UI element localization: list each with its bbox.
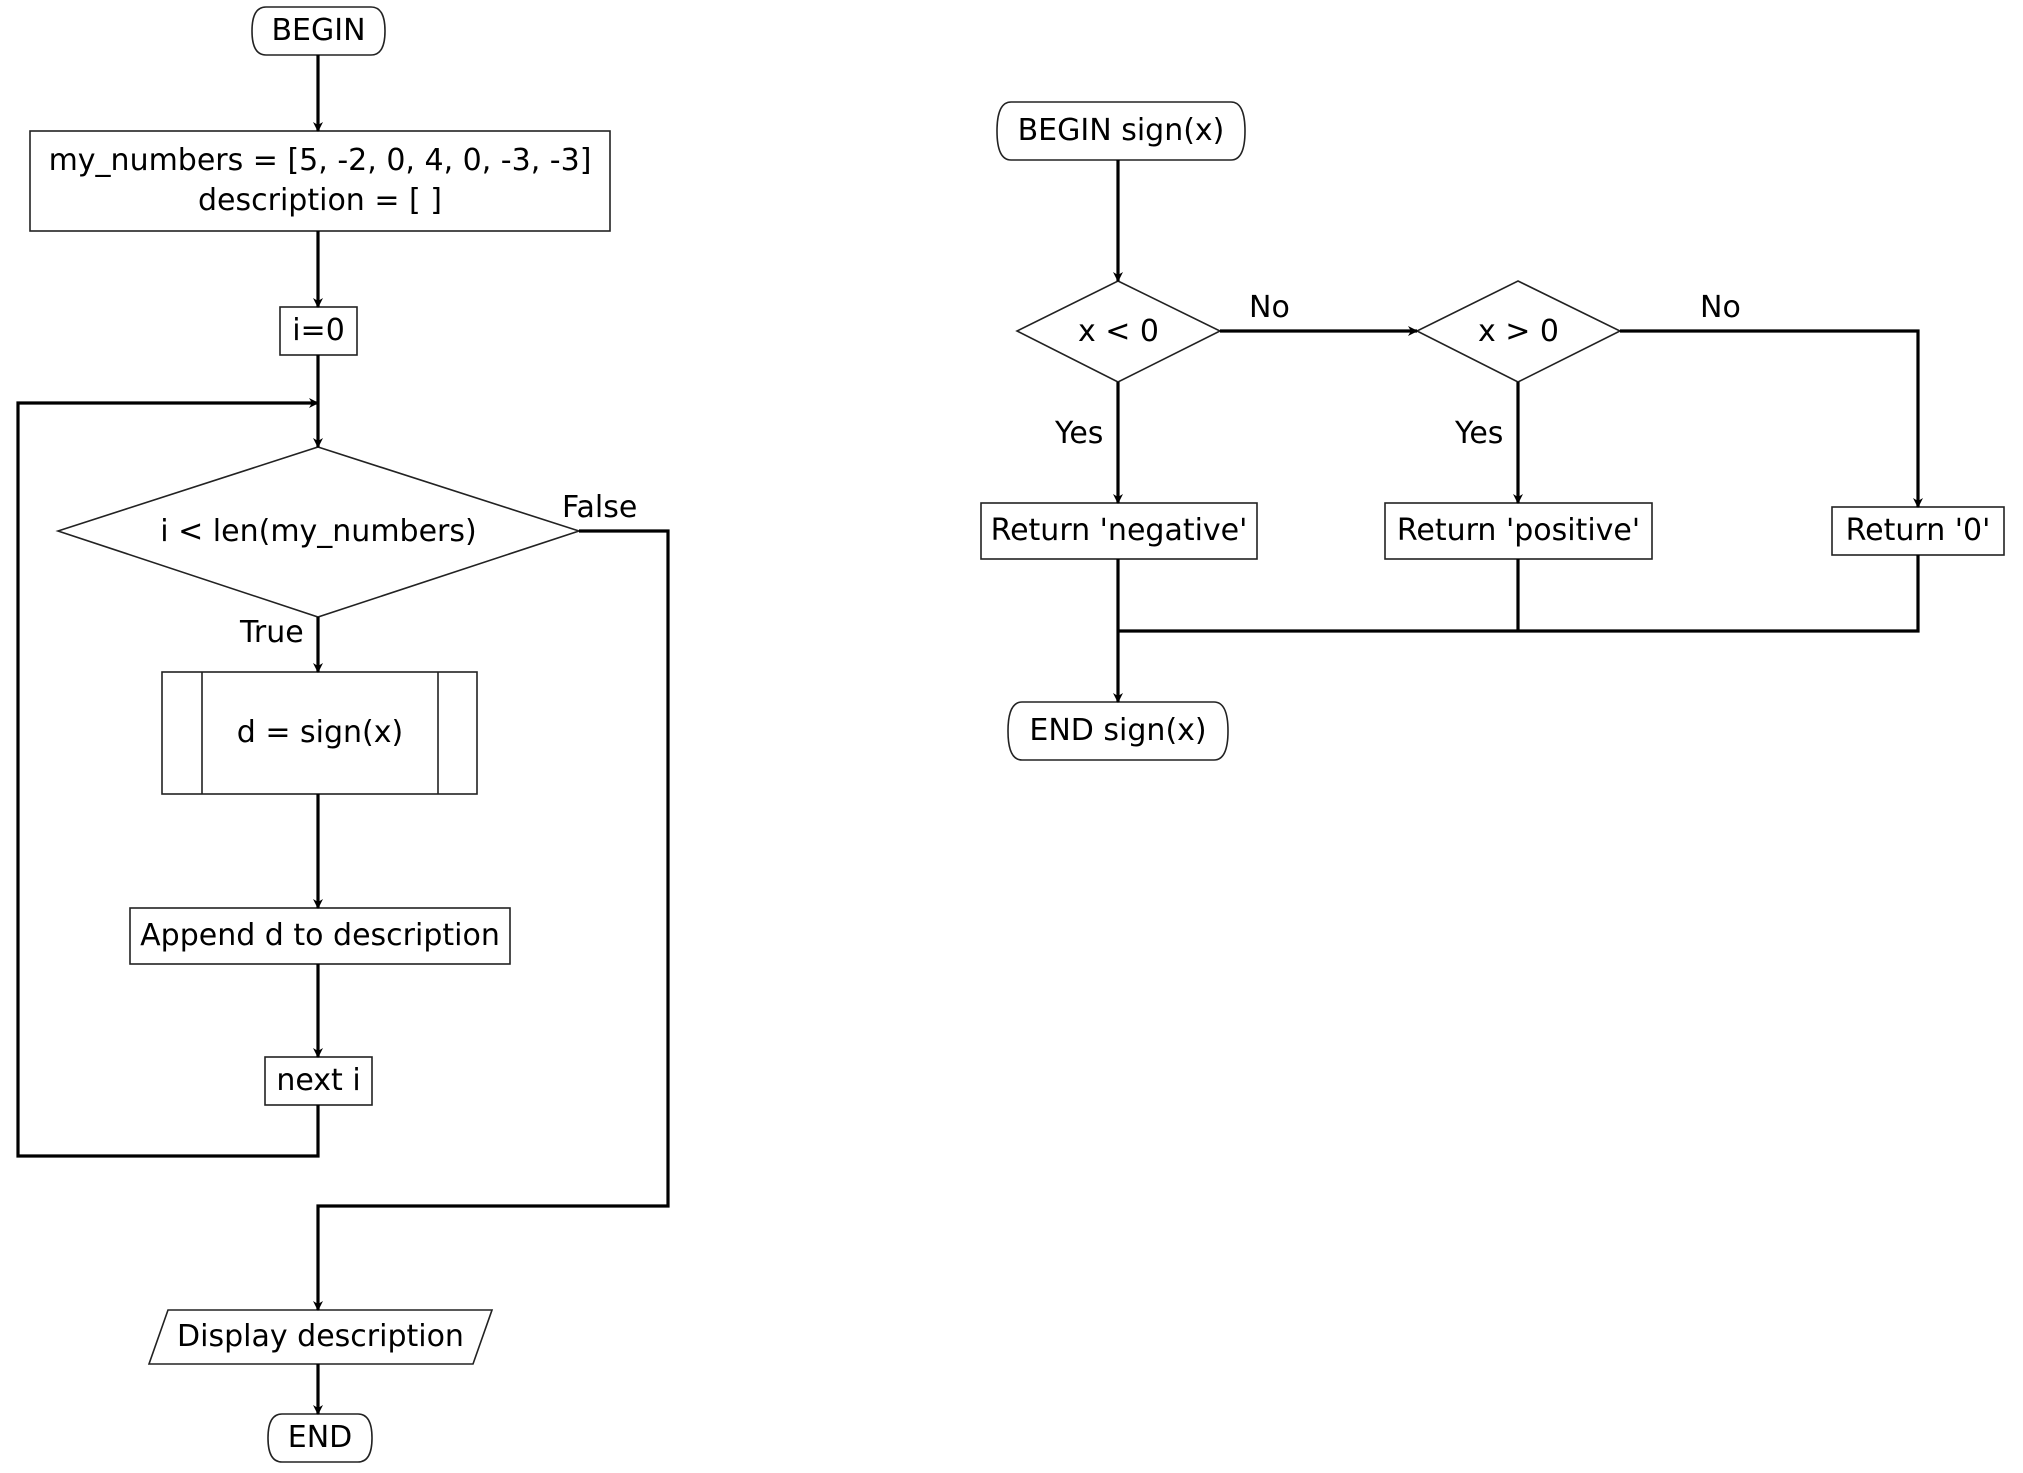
sign-begin-terminal-shape bbox=[996, 101, 1246, 161]
end-terminal-shape bbox=[267, 1413, 373, 1463]
display-io-parallelogram bbox=[147, 1309, 494, 1365]
positive-check: x > 0 bbox=[1477, 313, 1560, 349]
end-terminal: END bbox=[287, 1420, 353, 1455]
init-process: my_numbers = [5, -2, 0, 4, 0, -3, -3] de… bbox=[30, 131, 610, 231]
begin-terminal-shape bbox=[251, 6, 386, 56]
display-output: Display description bbox=[177, 1319, 464, 1354]
sign-begin-terminal: BEGIN sign(x) bbox=[1017, 113, 1225, 148]
return-zero-shape bbox=[1831, 506, 2005, 556]
loop-condition: i < len(my_numbers) bbox=[160, 514, 477, 549]
append-process-shape bbox=[129, 907, 511, 965]
no-label-negative-check: No bbox=[1249, 290, 1290, 325]
negative-check: x < 0 bbox=[1077, 313, 1160, 349]
edge-loop-back bbox=[16, 398, 320, 1158]
init-line-description: description = [ ] bbox=[198, 183, 442, 218]
sign-end-terminal: END sign(x) bbox=[1029, 713, 1207, 748]
return-positive: Return 'positive' bbox=[1396, 513, 1641, 548]
init-line-my-numbers: my_numbers = [5, -2, 0, 4, 0, -3, -3] bbox=[48, 142, 592, 178]
yes-label-positive-check: Yes bbox=[1455, 416, 1504, 451]
next-i-step: next i bbox=[276, 1063, 361, 1098]
init-process-shape bbox=[29, 130, 611, 232]
false-label: False bbox=[562, 490, 638, 525]
no-label-positive-check: No bbox=[1700, 290, 1741, 325]
true-label: True bbox=[240, 615, 304, 650]
return-negative-shape bbox=[980, 502, 1258, 560]
yes-label-negative-check: Yes bbox=[1055, 416, 1104, 451]
edge-positive-no-to-zero bbox=[1620, 329, 1923, 508]
edge-false-to-display bbox=[313, 529, 670, 1311]
subroutine-call: d = sign(x) bbox=[236, 715, 404, 750]
begin-terminal: BEGIN bbox=[271, 13, 366, 48]
return-negative: Return 'negative' bbox=[990, 513, 1248, 548]
next-i-shape bbox=[264, 1056, 373, 1106]
loop-init: i=0 bbox=[292, 313, 345, 348]
return-zero: Return '0' bbox=[1845, 513, 1991, 548]
edge-zero-to-merge bbox=[1118, 555, 1920, 633]
sign-end-terminal-shape bbox=[1007, 701, 1229, 761]
return-positive-shape bbox=[1384, 502, 1653, 560]
append-step: Append d to description bbox=[140, 918, 500, 953]
